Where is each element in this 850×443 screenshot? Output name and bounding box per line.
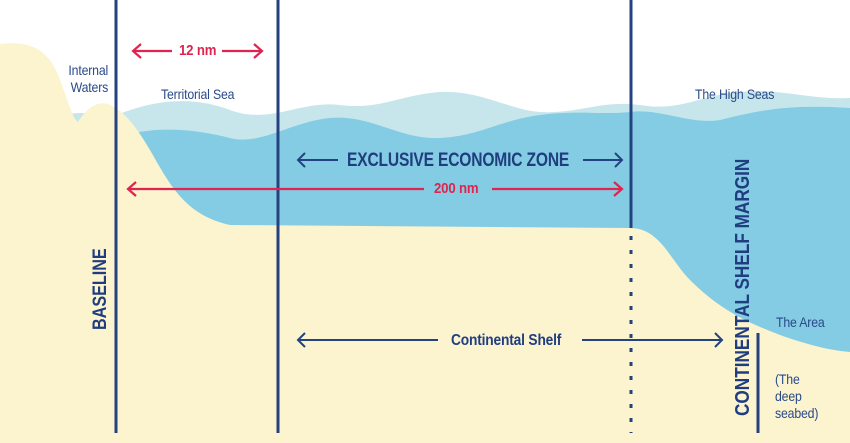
deep-seabed-line3: seabed)	[775, 405, 819, 421]
twelve-nm-label: 12 nm	[179, 42, 217, 59]
two-hundred-nm-label: 200 nm	[434, 180, 479, 197]
eez-arrow	[296, 152, 624, 168]
high-seas-label: The High Seas	[695, 86, 775, 102]
twelve-nm-arrow	[131, 43, 264, 59]
territorial-sea-label: Territorial Sea	[161, 86, 235, 102]
eez-label: EXCLUSIVE ECONOMIC ZONE	[347, 150, 570, 171]
the-area-label: The Area	[776, 314, 825, 330]
continental-shelf-margin-label: CONTINENTAL SHELF MARGIN	[732, 158, 754, 416]
deep-seabed-label: (The deep seabed)	[775, 371, 818, 422]
two-hundred-nm-arrow	[126, 181, 624, 197]
land	[0, 43, 850, 443]
internal-waters-label-line1: Internal	[68, 62, 108, 78]
deep-seabed-line2: deep	[775, 388, 802, 404]
baseline-label: BASELINE	[90, 248, 111, 330]
internal-waters-label-line2: Waters	[70, 79, 108, 95]
internal-waters-label: Internal Waters	[68, 62, 108, 96]
continental-shelf-arrow	[296, 332, 724, 348]
continental-shelf-label: Continental Shelf	[451, 332, 562, 349]
deep-seabed-line1: (The	[775, 371, 800, 387]
